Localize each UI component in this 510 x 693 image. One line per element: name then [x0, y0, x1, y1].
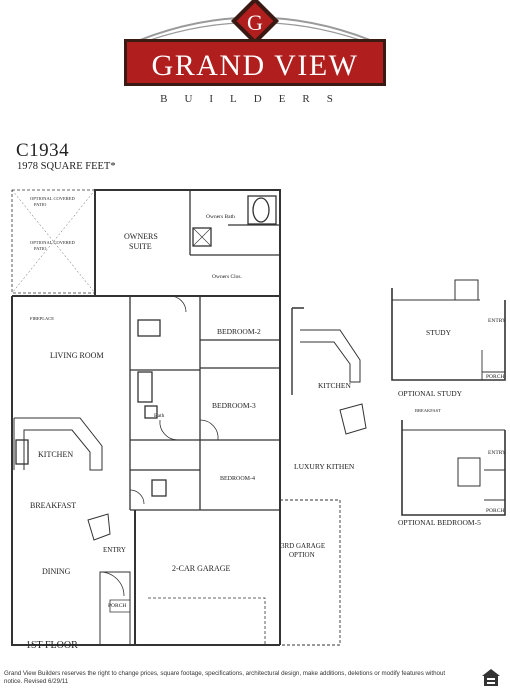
label-breakfast-small: BREAKFAST: [415, 408, 441, 413]
label-bath: Bath: [154, 413, 165, 419]
equal-housing-opportunity-icon: [480, 666, 502, 688]
label-garage-option-2: OPTION: [289, 551, 315, 559]
brand-name: GRAND VIEW: [152, 49, 359, 82]
plan-code: C1934: [16, 140, 70, 161]
label-owners-suite-2: SUITE: [129, 242, 152, 251]
label-kitchen: KITCHEN: [38, 450, 73, 459]
monogram-letter: G: [247, 10, 263, 35]
label-study: STUDY: [426, 328, 452, 337]
label-study-porch: PORCH: [486, 374, 504, 380]
label-garage-option-1: 3RD GARAGE: [281, 542, 325, 550]
label-study-entry: ENTRY: [488, 318, 506, 324]
label-porch: PORCH: [108, 603, 126, 609]
label-bedroom-2: BEDROOM-2: [217, 327, 261, 336]
floor-label: 1ST FLOOR: [26, 640, 78, 651]
brand-tagline: BUILDERS: [160, 93, 350, 105]
label-luxury-kithen: LUXURY KITHEN: [294, 462, 355, 471]
label-garage: 2-CAR GARAGE: [172, 564, 231, 573]
label-optional-bedroom-5: OPTIONAL BEDROOM-5: [398, 518, 481, 527]
label-bedroom-4: BEDROOM-4: [220, 476, 255, 482]
disclaimer-text: Grand View Builders reserves the right t…: [4, 670, 446, 685]
label-optional-study: OPTIONAL STUDY: [398, 389, 463, 398]
label-lux-kitchen: KITCHEN: [318, 381, 351, 390]
label-bed5-entry: ENTRY: [488, 450, 506, 456]
brand-logo: G GRAND VIEW BUILDERS: [124, 0, 386, 105]
label-owners-closet: Owners Clos.: [212, 274, 243, 280]
label-owners-bath: Owners Bath: [206, 214, 235, 220]
label-optional-patio-2a: OPTIONAL COVERED: [30, 240, 75, 245]
label-bed5-porch: PORCH: [486, 508, 504, 514]
label-owners-suite-1: OWNERS: [124, 232, 158, 241]
label-living-room: LIVING ROOM: [50, 351, 104, 360]
label-entry: ENTRY: [103, 546, 126, 554]
label-bedroom-3: BEDROOM-3: [212, 401, 256, 410]
monogram-diamond: G: [230, 0, 280, 46]
label-optional-patio-1a: OPTIONAL COVERED: [30, 196, 75, 201]
label-fireplace: FIREPLACE: [30, 316, 54, 321]
label-dining: DINING: [42, 567, 71, 576]
label-optional-patio-1b: PATIO: [34, 202, 47, 207]
label-breakfast: BREAKFAST: [30, 501, 76, 510]
plan-square-feet: 1978 SQUARE FEET*: [17, 161, 116, 172]
label-optional-patio-2b: PATIO: [34, 246, 47, 251]
